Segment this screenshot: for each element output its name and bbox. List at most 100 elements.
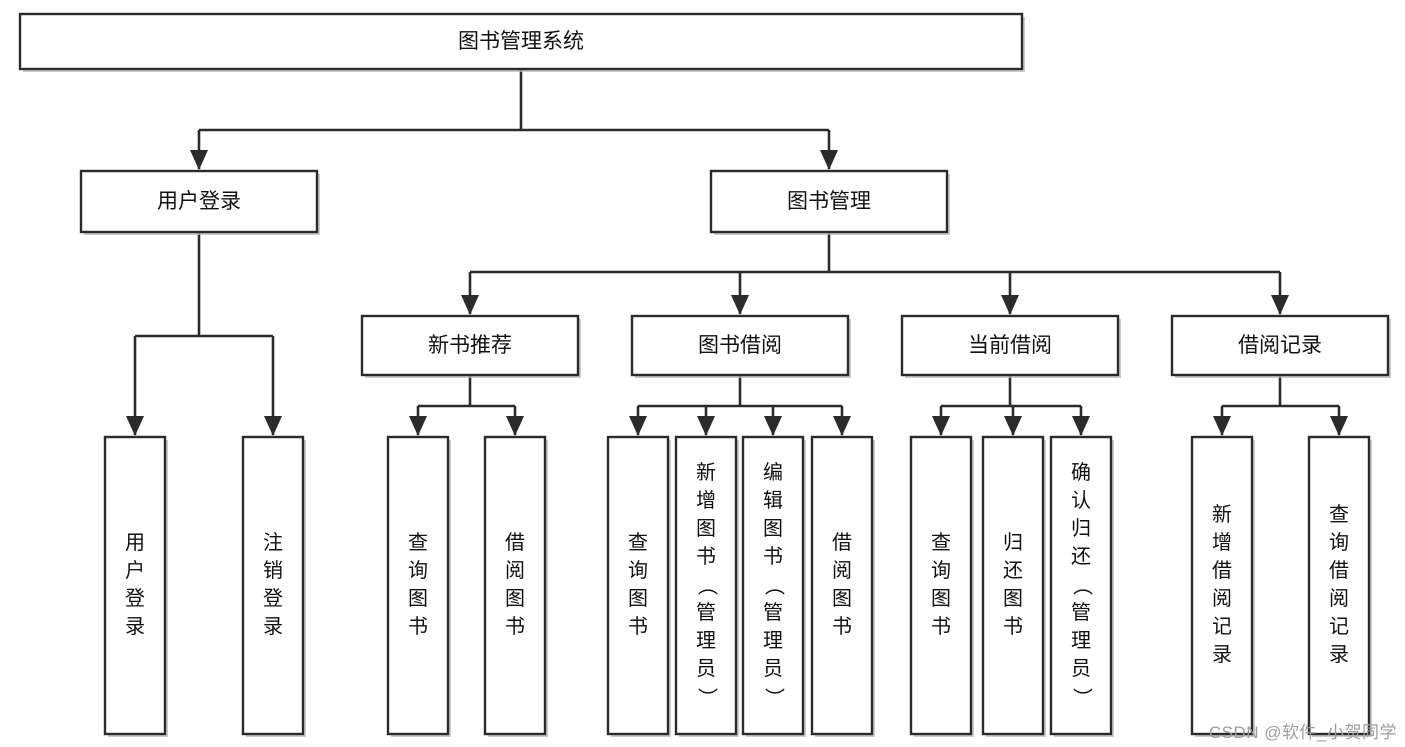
node-rect[interactable] <box>79 169 319 234</box>
node-layer: 图书管理系统用户登录图书管理新书推荐图书借阅当前借阅借阅记录用户登录注销登录查询… <box>18 12 1391 737</box>
node-label-char: 注 <box>263 531 283 554</box>
node-label-char: 编 <box>763 461 783 484</box>
node-label-char: 查 <box>628 531 648 554</box>
node-rect[interactable] <box>241 435 305 736</box>
node-label-char: 借 <box>1212 559 1232 582</box>
arrow-head-icon <box>264 416 282 436</box>
node-rect[interactable] <box>630 314 850 377</box>
node-user-login[interactable]: 用户登录 <box>79 169 320 235</box>
arrow-head-icon <box>1330 416 1348 436</box>
arrow-head-icon <box>932 416 950 436</box>
node-leaf-user-login[interactable]: 用户登录 <box>103 435 168 737</box>
node-rect[interactable] <box>709 169 949 234</box>
node-label-char: 书 <box>1003 615 1023 638</box>
node-rect[interactable] <box>909 435 973 736</box>
node-rect[interactable] <box>483 435 547 736</box>
node-label-char: 员 <box>1071 658 1091 680</box>
node-label-char: （ <box>763 576 786 596</box>
node-label-char: （ <box>696 576 719 596</box>
node-rect[interactable] <box>741 435 805 736</box>
node-label: 借阅记录 <box>1238 334 1322 357</box>
node-current-borrow[interactable]: 当前借阅 <box>900 314 1121 378</box>
node-book-management[interactable]: 图书管理 <box>709 169 950 235</box>
node-label-char: 录 <box>263 616 283 638</box>
node-label-char: 理 <box>696 630 716 652</box>
arrow-head-icon <box>1213 416 1231 436</box>
node-label-char: 书 <box>408 615 428 638</box>
node-label-char: 图 <box>505 588 525 610</box>
node-rect[interactable] <box>1307 435 1371 736</box>
node-label-char: 书 <box>931 615 951 638</box>
node-label: 用户登录 <box>125 532 145 638</box>
node-label-char: 管 <box>696 601 716 624</box>
node-label-char: 用 <box>125 532 145 554</box>
node-label-char: 询 <box>628 559 648 582</box>
node-label-char: 阅 <box>1212 587 1232 610</box>
node-label-char: 录 <box>1212 644 1232 666</box>
node-label-char: 阅 <box>1329 587 1349 610</box>
node-label-char: 管 <box>763 601 783 624</box>
node-label-char: 书 <box>832 615 852 638</box>
node-rect[interactable] <box>386 435 450 736</box>
node-root[interactable]: 图书管理系统 <box>18 12 1025 72</box>
node-label-char: 阅 <box>505 559 525 582</box>
node-rect[interactable] <box>900 314 1120 377</box>
node-label-char: 图 <box>628 588 648 610</box>
arrow-head-icon <box>461 295 479 315</box>
node-borrow-record[interactable]: 借阅记录 <box>1170 314 1391 378</box>
node-rect[interactable] <box>103 435 167 736</box>
arrow-head-icon <box>409 416 427 436</box>
node-label-char: 记 <box>1329 615 1349 638</box>
node-label: 新书推荐 <box>428 334 512 357</box>
arrow-head-icon <box>1004 416 1022 436</box>
node-rect[interactable] <box>1190 435 1254 736</box>
node-label: 用户登录 <box>157 190 241 213</box>
node-rect[interactable] <box>810 435 874 736</box>
arrow-head-icon <box>820 150 838 170</box>
node-new-book-recommend[interactable]: 新书推荐 <box>360 314 581 378</box>
node-label-char: 询 <box>408 559 428 582</box>
node-label-char: 归 <box>1003 531 1023 554</box>
node-label-char: 增 <box>1212 531 1232 554</box>
node-rect[interactable] <box>981 435 1045 736</box>
node-label-char: ） <box>696 688 719 708</box>
node-label-char: 询 <box>1329 531 1349 554</box>
arrow-head-icon <box>190 150 208 170</box>
node-label-char: 增 <box>696 489 716 512</box>
node-label: 当前借阅 <box>968 334 1052 357</box>
node-rect[interactable] <box>674 435 738 736</box>
node-book-borrow[interactable]: 图书借阅 <box>630 314 851 378</box>
arrow-head-icon <box>629 416 647 436</box>
node-label-char: 户 <box>125 559 145 582</box>
node-rect[interactable] <box>18 12 1024 71</box>
node-rect[interactable] <box>1170 314 1390 377</box>
arrow-head-icon <box>731 295 749 315</box>
node-rect[interactable] <box>360 314 580 377</box>
node-rect[interactable] <box>606 435 670 736</box>
node-rect[interactable] <box>1049 435 1113 736</box>
node-label: 图书管理 <box>787 190 871 213</box>
node-label-char: ） <box>1071 688 1094 708</box>
node-label-char: 记 <box>1212 615 1232 638</box>
node-label-char: 书 <box>505 615 525 638</box>
arrow-head-icon <box>1001 295 1019 315</box>
node-label-char: 查 <box>931 531 951 554</box>
node-label-char: 新 <box>696 461 716 484</box>
